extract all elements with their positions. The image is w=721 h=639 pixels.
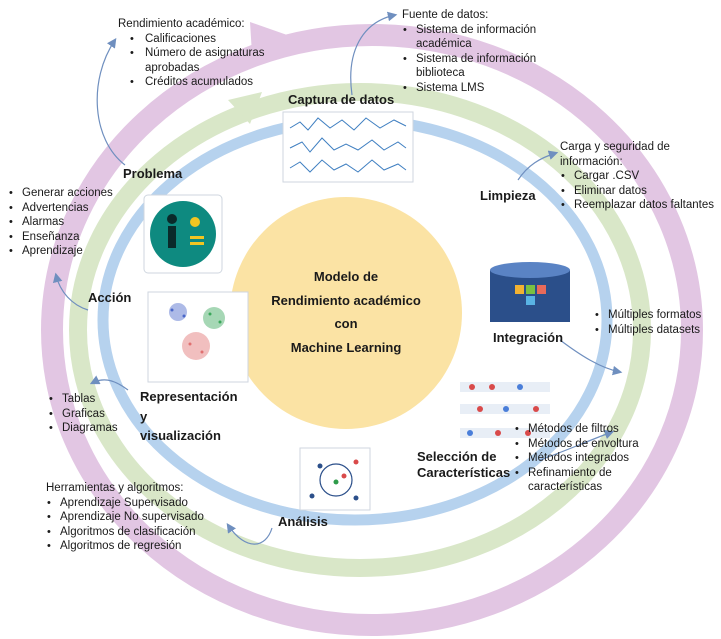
rendimiento-note: Rendimiento académico: Calificaciones Nú…: [118, 17, 285, 90]
carga-item: Reemplazar datos faltantes: [560, 198, 714, 213]
herramientas-item: Algoritmos de regresión: [46, 539, 204, 554]
metodos-item: Métodos integrados: [514, 451, 668, 466]
stage-representacion-3: visualización: [140, 428, 221, 443]
metodos-item: Métodos de filtros: [514, 422, 668, 437]
accion-to-acciones-connector: [52, 272, 89, 311]
center-line-2: Rendimiento académico: [271, 292, 421, 308]
analysis-cluster-icon: [299, 447, 371, 511]
rendimiento-item: Número de asignaturas aprobadas: [118, 46, 285, 75]
integracion-to-multiples-connector: [559, 339, 623, 376]
metodos-item: Refinamiento de características: [514, 466, 668, 495]
limpieza-to-carga-connector: [517, 150, 559, 181]
stage-integracion: Integración: [493, 330, 564, 345]
carga-item: Cargar .CSV: [560, 169, 714, 184]
stage-representacion-1: Representación: [140, 389, 238, 404]
middle-ring-arrowhead: [228, 92, 262, 124]
problem-solving-icon: [143, 194, 223, 274]
center-title: Modelo de Rendimiento académico con Mach…: [246, 265, 446, 359]
center-circle: [230, 197, 462, 429]
data-capture-chart-thumbnail: [282, 111, 414, 183]
center-line-4: Machine Learning: [290, 339, 402, 355]
acciones-item: Alarmas: [8, 215, 113, 230]
herramientas-note: Herramientas y algoritmos: Aprendizaje S…: [46, 481, 204, 554]
feature-selection-icon: [460, 382, 550, 438]
herramientas-item: Aprendizaje No supervisado: [46, 510, 204, 525]
herramientas-item: Algoritmos de clasificación: [46, 525, 204, 540]
acciones-item: Advertencias: [8, 201, 113, 216]
fuente-note: Fuente de datos: Sistema de información …: [402, 8, 586, 95]
representacion-to-tablas-connector: [89, 375, 129, 391]
rendimiento-item: Calificaciones: [118, 32, 285, 47]
stage-accion: Acción: [88, 290, 132, 305]
acciones-item: Enseñanza: [8, 230, 113, 245]
fuente-item: Sistema de información biblioteca: [402, 52, 586, 81]
analisis-to-herramientas-connector: [226, 523, 273, 545]
tablas-item: Graficas: [48, 407, 118, 422]
acciones-note: Generar acciones Advertencias Alarmas En…: [8, 186, 113, 259]
center-line-3: con: [334, 316, 358, 331]
herramientas-title: Herramientas y algoritmos:: [46, 482, 184, 494]
stage-representacion-2: y: [140, 409, 148, 424]
multiples-note: Múltiples formatos Múltiples datasets: [594, 308, 718, 337]
stage-seleccion-1: Selección de: [417, 449, 497, 464]
database-icon: [490, 262, 570, 322]
rendimiento-item: Créditos acumulados: [118, 75, 285, 90]
carga-title-2: información:: [560, 155, 623, 168]
herramientas-item: Aprendizaje Supervisado: [46, 496, 204, 511]
multiples-item: Múltiples formatos: [594, 308, 718, 323]
tablas-item: Tablas: [48, 392, 118, 407]
carga-item: Eliminar datos: [560, 184, 714, 199]
carga-note: Carga y seguridad de información: Cargar…: [560, 140, 714, 213]
fuente-item: Sistema LMS: [402, 81, 586, 96]
metodos-note: Métodos de filtros Métodos de envoltura …: [514, 422, 668, 495]
captura-to-fuente-connector: [350, 11, 398, 96]
tablas-note: Tablas Graficas Diagramas: [48, 392, 118, 436]
carga-title-1: Carga y seguridad de: [560, 141, 670, 153]
fuente-item: Sistema de información académica: [402, 23, 586, 52]
acciones-item: Generar acciones: [8, 186, 113, 201]
stage-seleccion-2: Características: [417, 465, 511, 480]
visualization-scatter-thumbnail: [147, 291, 249, 383]
fuente-title: Fuente de datos:: [402, 9, 489, 21]
rendimiento-title: Rendimiento académico:: [118, 18, 245, 30]
metodos-item: Métodos de envoltura: [514, 437, 668, 452]
tablas-item: Diagramas: [48, 421, 118, 436]
stage-problema: Problema: [123, 166, 183, 181]
problem-to-rendimiento-connector: [96, 38, 126, 166]
center-line-1: Modelo de: [313, 269, 379, 284]
stage-analisis: Análisis: [278, 514, 328, 529]
acciones-item: Aprendizaje: [8, 244, 113, 259]
stage-limpieza: Limpieza: [480, 188, 536, 203]
stage-captura: Captura de datos: [288, 92, 395, 107]
multiples-item: Múltiples datasets: [594, 323, 718, 338]
